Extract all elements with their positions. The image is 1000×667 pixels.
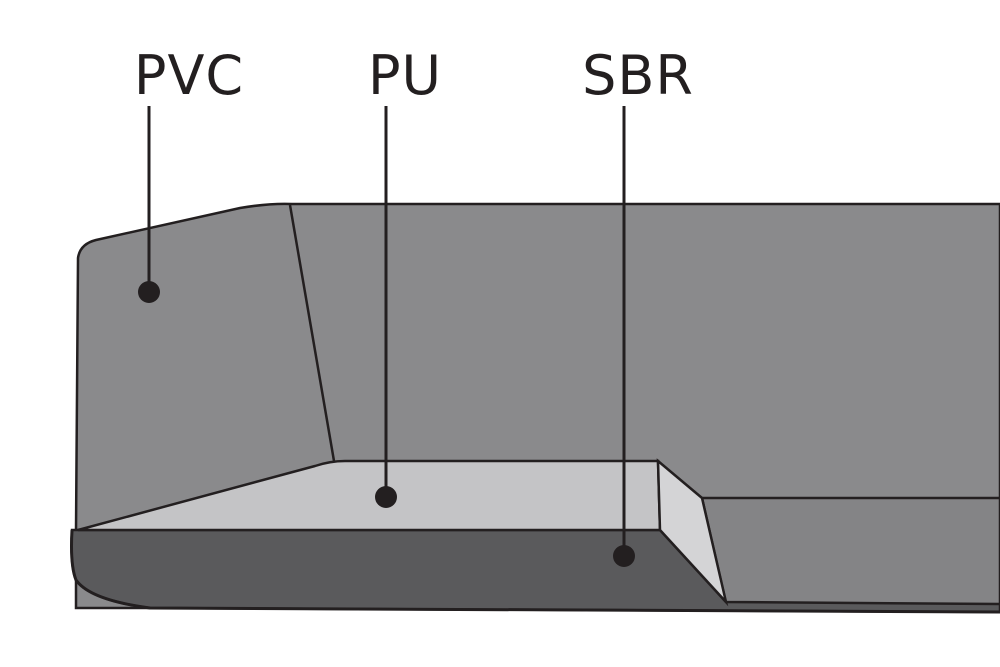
sbr-marker-dot xyxy=(613,545,635,567)
pvc-marker-dot xyxy=(138,281,160,303)
pvc-label: PVC xyxy=(134,44,244,107)
sbr-label: SBR xyxy=(582,44,694,107)
pu-marker-dot xyxy=(375,486,397,508)
pvc-seam-line xyxy=(288,204,336,462)
pu-side-face xyxy=(656,458,729,607)
pu-label: PU xyxy=(368,44,442,107)
pu-layer xyxy=(77,459,662,532)
pvc-lower-face xyxy=(700,496,1000,607)
bottom-edge xyxy=(70,529,1000,614)
